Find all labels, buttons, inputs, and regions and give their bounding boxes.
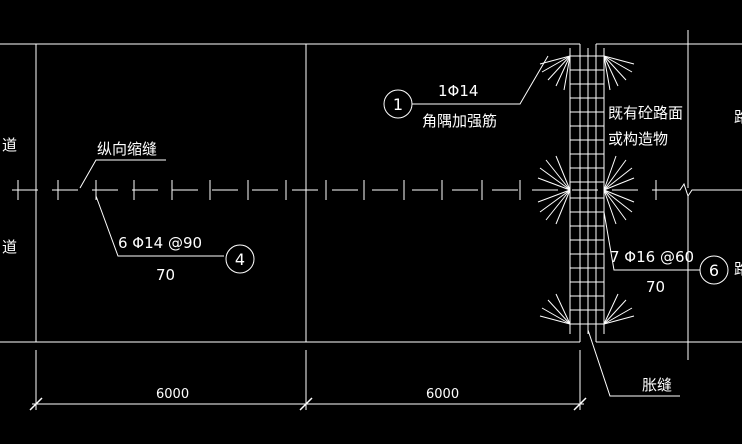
road-label-bottom: 道 (2, 238, 17, 256)
rebar-1-spec: 1Φ14 (438, 82, 478, 100)
expansion-joint-label: 胀缝 (642, 376, 672, 394)
text-labels: 道 道 纵向缩缝 6 Φ14 @90 70 1Φ14 角隅加强筋 既有砼路面 或… (2, 82, 742, 402)
svg-text:1: 1 (393, 95, 403, 114)
dimension-right: 6000 (426, 387, 459, 402)
existing-surface-line1: 既有砼路面 (608, 104, 683, 122)
svg-text:6: 6 (709, 261, 719, 280)
rebar-6-length: 70 (646, 278, 665, 296)
road-label-top: 道 (2, 136, 17, 154)
marker-6: 6 (699, 255, 729, 285)
corner-rebar-fans (537, 55, 635, 325)
slab-outline (0, 30, 742, 360)
joint-ticks (17, 180, 657, 200)
edge-glyph-bottom: 路 (734, 260, 742, 278)
existing-surface-line2: 或构造物 (608, 130, 668, 148)
marker-4: 4 (225, 244, 255, 274)
edge-glyph-top: 路 (734, 108, 742, 126)
longitudinal-joint-label: 纵向缩缝 (97, 140, 157, 158)
rebar-6-spec: 7 Φ16 @60 (610, 248, 694, 266)
svg-text:4: 4 (235, 250, 245, 269)
rebar-4-spec: 6 Φ14 @90 (118, 234, 202, 252)
marker-1: 1 (383, 89, 413, 119)
longitudinal-joint-line (12, 180, 672, 200)
rebar-4-length: 70 (156, 266, 175, 284)
rebar-1-desc: 角隅加强筋 (422, 112, 497, 130)
expansion-joint-rebar (569, 48, 605, 334)
leader-lines (79, 55, 700, 397)
dimension-left: 6000 (156, 387, 189, 402)
dimension-lines (29, 350, 587, 411)
